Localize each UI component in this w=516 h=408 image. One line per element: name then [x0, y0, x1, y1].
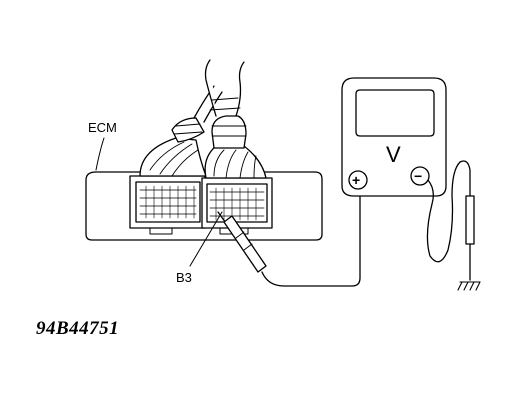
negative-terminal: [410, 166, 430, 186]
positive-terminal-sign: +: [352, 172, 360, 188]
right-wire-harness: [204, 59, 267, 179]
ecm-label: ECM: [88, 120, 117, 135]
left-connector: [129, 175, 206, 235]
negative-lead-wire: [426, 160, 471, 263]
b3-leader-line: [189, 211, 223, 267]
ground-probe: [465, 195, 475, 281]
ecm-box: [85, 137, 323, 241]
pin-b3-label: B3: [176, 270, 192, 285]
positive-lead-wire: [261, 185, 361, 287]
positive-terminal: [348, 170, 368, 190]
negative-terminal-sign: −: [414, 168, 422, 184]
voltmeter-symbol: V: [386, 142, 401, 167]
test-probe: [217, 211, 267, 273]
figure-code: 94B44751: [36, 318, 120, 339]
ground-icon: [457, 281, 481, 291]
left-wire-harness: [139, 85, 223, 177]
voltmeter: [341, 77, 447, 197]
